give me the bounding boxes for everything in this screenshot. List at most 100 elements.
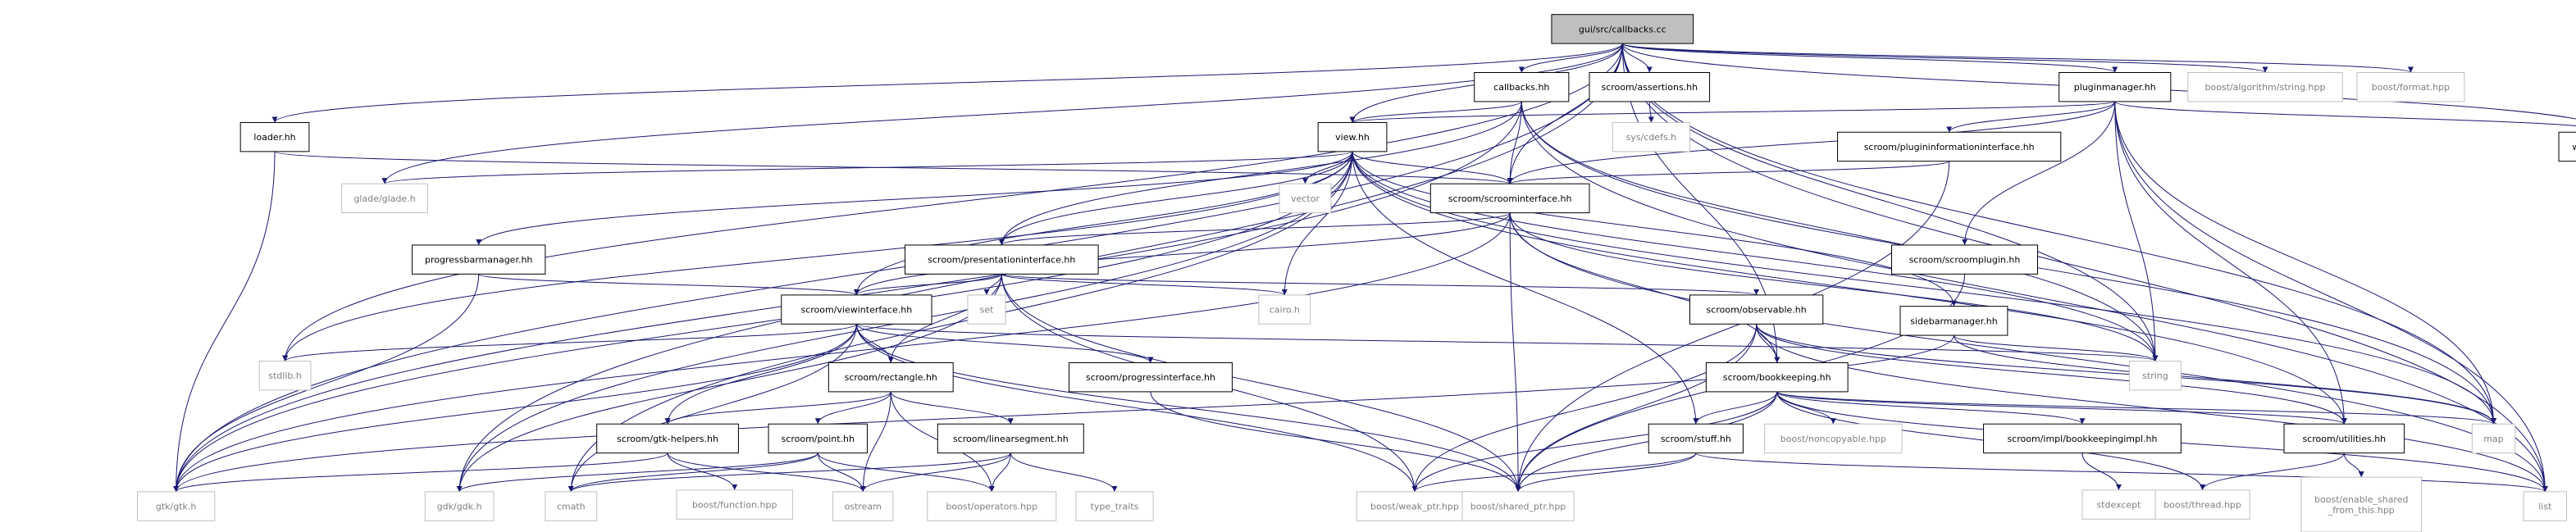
node-n15[interactable]: scroom/presentationinterface.hh	[905, 244, 1099, 275]
node-n14[interactable]: progressbarmanager.hh	[412, 244, 546, 275]
edge-n25-n43	[1150, 391, 1521, 492]
node-n18: cairo.h	[1258, 294, 1311, 325]
node-n13[interactable]: scroom/scroominterface.hh	[1429, 183, 1590, 214]
node-label: scroom/linearsegment.hh	[953, 434, 1069, 444]
node-label: sys/cdefs.h	[1626, 132, 1677, 143]
node-label-line: scroom/impl/bookkeepingimpl.hh	[2007, 434, 2157, 444]
node-label-line: boost/algorithm/string.hpp	[2204, 82, 2325, 93]
node-box	[2523, 491, 2567, 521]
node-n32[interactable]: scroom/impl/bookkeepingimpl.hh	[1983, 423, 2182, 454]
node-box	[1474, 72, 1570, 102]
node-n24[interactable]: scroom/rectangle.hh	[828, 362, 954, 393]
edge-n13-n26	[1509, 212, 1780, 363]
edge-n28-n37	[456, 452, 818, 493]
edge-n24-n28	[814, 391, 891, 425]
edge-n3-n23	[2114, 101, 2159, 361]
node-n46: boost/enable_shared_from_this.hpp	[2300, 476, 2423, 532]
node-label-line: boost/noncopyable.hpp	[1780, 434, 1886, 444]
node-n2[interactable]: scroom/assertions.hh	[1589, 72, 1711, 102]
edge-n19-n23	[855, 323, 2158, 361]
edge-n13-n19	[853, 212, 1511, 295]
node-label: scroom/utilities.hh	[2302, 434, 2386, 444]
node-n7[interactable]: view.hh	[1317, 121, 1388, 152]
edge-n7-n14	[476, 151, 1353, 246]
node-n25[interactable]: scroom/progressinterface.hh	[1069, 362, 1233, 393]
node-label: boost/thread.hpp	[2163, 500, 2241, 511]
edge-n20-n42	[1411, 324, 1758, 492]
node-label: scroom/scroominterface.hh	[1448, 193, 1572, 204]
node-label: callbacks.hh	[1493, 82, 1549, 93]
node-n42: boost/weak_ptr.hpp	[1356, 491, 1474, 521]
node-label-line: stdlib.h	[268, 371, 302, 381]
edge-n30-n43	[1515, 452, 1697, 493]
node-n26[interactable]: scroom/bookkeeping.hh	[1705, 362, 1849, 393]
edge-n20-n33	[1756, 324, 2347, 425]
node-label-line: vector	[1291, 193, 1320, 204]
edge-n29-n41	[1010, 452, 1118, 492]
edge-n13-n35	[173, 212, 1511, 492]
node-n6[interactable]: loader.hh	[239, 121, 310, 152]
node-label-line: glade/glade.h	[353, 193, 415, 204]
node-box	[341, 183, 428, 214]
edge-n32-n44	[2081, 452, 2122, 490]
node-label: scroom/assertions.hh	[1601, 82, 1698, 93]
node-n19[interactable]: scroom/viewinterface.hh	[781, 294, 932, 325]
node-label: glade/glade.h	[353, 193, 415, 204]
node-box	[676, 489, 793, 520]
node-label-line: scroom/gtk-helpers.hh	[617, 434, 718, 444]
node-n29[interactable]: scroom/linearsegment.hh	[937, 423, 1084, 454]
node-label-line: sys/cdefs.h	[1626, 132, 1677, 143]
node-n5: boost/format.hpp	[2356, 72, 2465, 102]
edge-n30-n42	[1411, 452, 1697, 493]
edge-n3-n7	[1350, 101, 2116, 123]
node-n16[interactable]: scroom/scroomplugin.hh	[1891, 244, 2039, 275]
node-label: boost/operators.hpp	[946, 502, 1037, 512]
edge-n7-n21	[1352, 151, 1957, 307]
node-label-line: scroom/presentationinterface.hh	[928, 255, 1075, 266]
edge-n1-n47	[1521, 101, 2548, 492]
node-label-line: scroom/plugininformationinterface.hh	[1864, 142, 2035, 152]
node-layer: gui/src/callbacks.cc callbacks.hh scroom/a…	[137, 14, 2576, 532]
node-n30[interactable]: scroom/stuff.hh	[1648, 423, 1744, 454]
node-box	[1279, 183, 1332, 214]
node-n21[interactable]: sidebarmanager.hh	[1899, 306, 2008, 336]
node-box	[2356, 72, 2465, 102]
edge-n7-n13	[1352, 151, 1513, 184]
node-label-line: boost/shared_ptr.hpp	[1470, 502, 1566, 512]
node-n28[interactable]: scroom/point.hh	[768, 423, 868, 454]
node-label-line: view.hh	[1335, 132, 1370, 143]
node-n40: boost/operators.hpp	[927, 491, 1057, 521]
node-label: gui/src/callbacks.cc	[1579, 24, 1666, 34]
node-label: boost/format.hpp	[2372, 82, 2450, 93]
edge-n26-n33	[1776, 391, 2347, 425]
node-box	[828, 362, 954, 393]
node-label: pluginmanager.hh	[2074, 82, 2156, 93]
node-label-line: scroom/scroomplugin.hh	[1909, 255, 2021, 266]
node-n17: set	[967, 294, 1006, 325]
node-n0[interactable]: gui/src/callbacks.cc	[1551, 14, 1694, 44]
node-n20[interactable]: scroom/observable.hh	[1689, 294, 1824, 325]
node-label: scroom/plugininformationinterface.hh	[1864, 142, 2035, 152]
node-n33[interactable]: scroom/utilities.hh	[2283, 423, 2405, 454]
edge-n19-n25	[855, 324, 1154, 363]
edge-n3-n9	[1946, 101, 2116, 133]
node-label: string	[2142, 371, 2168, 381]
node-n31: boost/noncopyable.hpp	[1764, 423, 1903, 454]
node-n1[interactable]: callbacks.hh	[1474, 72, 1570, 102]
edge-n0-n34	[1621, 43, 2496, 425]
node-n27[interactable]: scroom/gtk-helpers.hh	[596, 423, 739, 454]
node-n3[interactable]: pluginmanager.hh	[2059, 72, 2172, 102]
node-label: boost/shared_ptr.hpp	[1470, 502, 1566, 512]
node-n9[interactable]: scroom/plugininformationinterface.hh	[1837, 131, 2062, 162]
node-n8: sys/cdefs.h	[1612, 121, 1690, 152]
node-label-line: gdk/gdk.h	[437, 502, 482, 512]
node-label: view.hh	[1335, 132, 1370, 143]
node-label-line: pluginmanager.hh	[2074, 82, 2156, 93]
node-label: scroom/gtk-helpers.hh	[617, 434, 718, 444]
edge-n7-n35	[173, 151, 1353, 492]
node-label: scroom/impl/bookkeepingimpl.hh	[2007, 434, 2157, 444]
node-box	[1461, 491, 1575, 521]
node-n10[interactable]: workinterface.hh	[2558, 131, 2576, 162]
node-label: ostream	[845, 502, 882, 512]
node-n39: ostream	[832, 491, 894, 521]
